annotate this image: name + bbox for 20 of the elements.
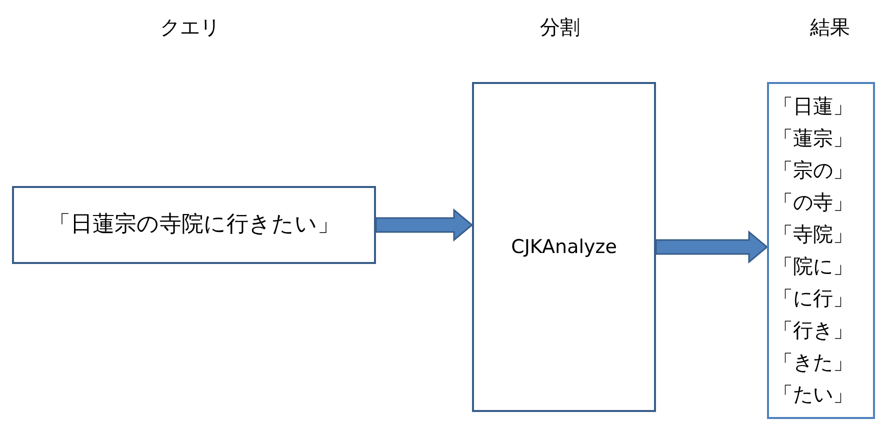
query-text: 「日蓮宗の寺院に行きたい」	[48, 211, 340, 239]
token-text: 「行き」	[773, 317, 853, 344]
column-heading: 結果	[809, 14, 851, 41]
token-text: 「院に」	[773, 253, 853, 280]
token-text: 「日蓮」	[773, 93, 853, 120]
token-text: 「宗の」	[773, 157, 853, 184]
token-text: 「の寺」	[773, 189, 853, 216]
token-text: 「蓮宗」	[773, 125, 853, 152]
result-list-box	[767, 82, 875, 419]
token-text: 「に行」	[773, 285, 853, 312]
token-text: 「たい」	[773, 381, 853, 408]
process-label: CJKAnalyze	[511, 235, 617, 260]
column-heading: クエリ	[159, 14, 221, 41]
block-arrow	[655, 230, 768, 264]
block-arrow	[375, 208, 474, 242]
token-text: 「寺院」	[773, 221, 853, 248]
process-box	[12, 186, 376, 264]
process-box	[472, 82, 656, 412]
token-text: 「きた」	[773, 349, 853, 376]
column-heading: 分割	[539, 14, 581, 41]
